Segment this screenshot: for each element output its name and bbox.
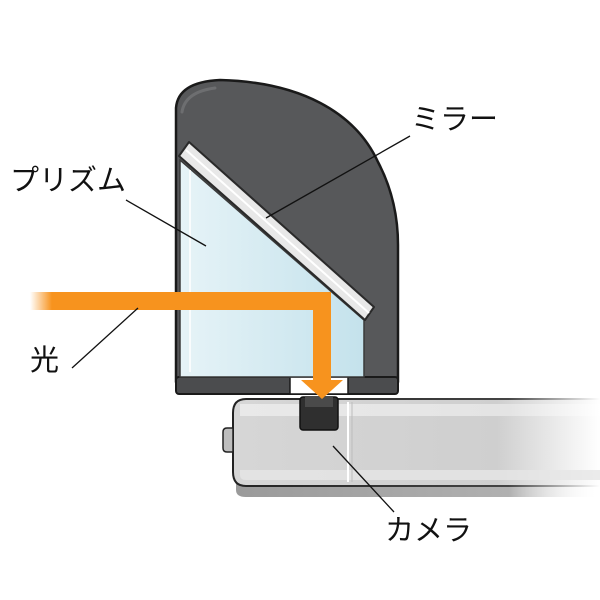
light-label: 光 — [30, 343, 60, 377]
attachment — [174, 78, 400, 395]
prism-label: プリズム — [10, 163, 127, 197]
smartphone — [222, 398, 600, 497]
camera-ring — [305, 397, 333, 407]
leader-line-light — [71, 307, 139, 369]
base-plate — [175, 376, 399, 395]
phone-bottom-edge — [240, 470, 600, 480]
leader-lines — [71, 135, 411, 513]
mirror-shine — [185, 149, 370, 314]
leader-line-camera — [332, 445, 395, 513]
housing-highlight — [180, 86, 217, 114]
leader-line-mirror — [265, 135, 411, 219]
phone-top-bezel — [240, 404, 600, 416]
mirror-label: ミラー — [411, 102, 499, 136]
camera-label: カメラ — [385, 513, 473, 547]
leader-line-prism — [125, 199, 207, 247]
light-beam — [30, 292, 343, 399]
side-button — [222, 427, 234, 453]
camera-lens — [299, 396, 339, 431]
